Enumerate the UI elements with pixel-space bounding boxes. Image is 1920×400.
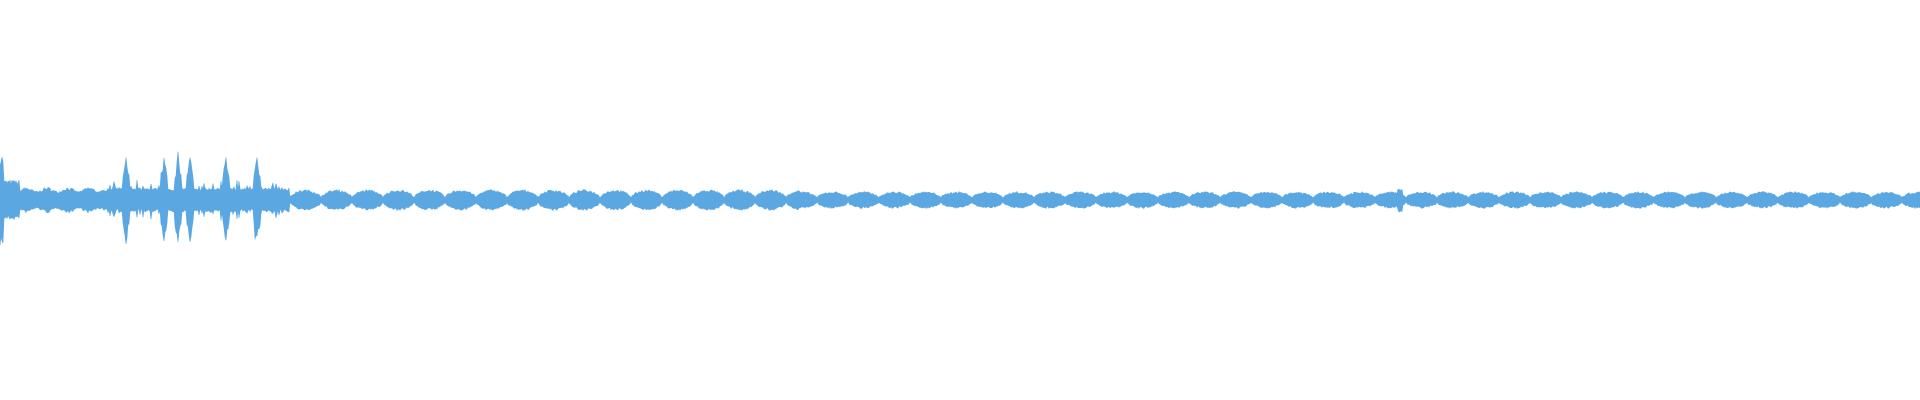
waveform-fill <box>0 151 1920 246</box>
